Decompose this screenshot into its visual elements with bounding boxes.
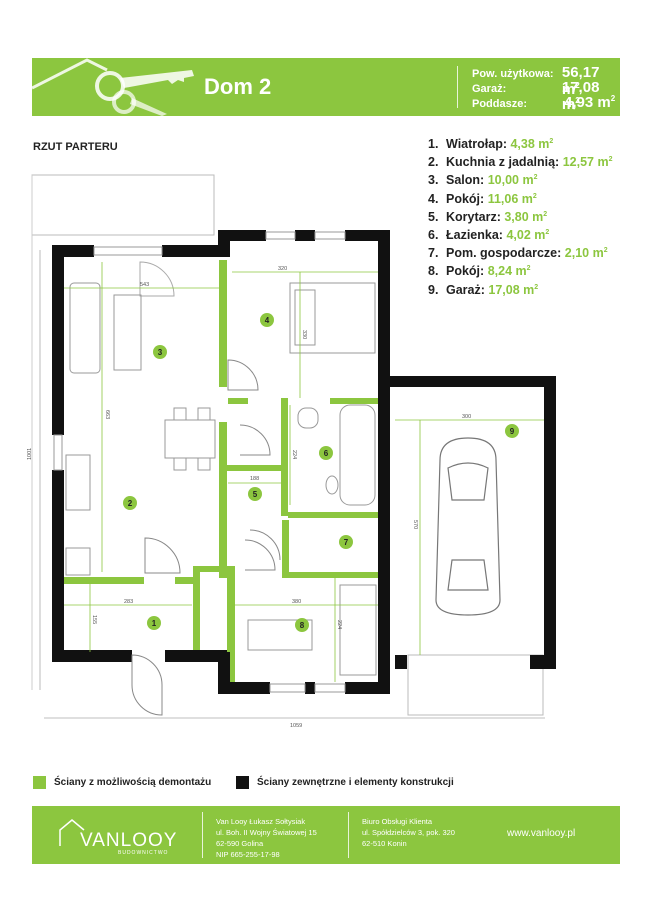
footer-banner: VANLOOY BUDOWNICTWO Van Looy Łukasz Sołt… — [32, 806, 620, 864]
house-key-icon — [32, 58, 194, 116]
svg-text:380: 380 — [292, 599, 301, 605]
car-icon — [435, 437, 501, 616]
svg-text:BUDOWNICTWO: BUDOWNICTWO — [118, 850, 168, 856]
footer-separator — [202, 812, 203, 858]
room-marker-1 — [147, 616, 161, 630]
house-logo-icon: VANLOOY BUDOWNICTWO — [59, 819, 177, 856]
svg-text:3: 3 — [158, 348, 163, 357]
garage-apron — [407, 654, 544, 716]
svg-text:663: 663 — [104, 410, 110, 419]
svg-text:224: 224 — [336, 620, 342, 629]
black-swatch — [236, 776, 249, 789]
list-item: 7.Pom. gospodarcze: 2,10 m2 — [428, 246, 608, 261]
windows — [53, 231, 346, 693]
usable-area-row: Pow. użytkowa: 56,17 m2 — [472, 64, 600, 98]
room-marker-6 — [319, 446, 333, 460]
legend-structural: Ściany zewnętrzne i elementy konstrukcji — [236, 776, 454, 789]
list-item: 9.Garaż: 17,08 m2 — [428, 282, 539, 297]
floor-plan: 543 320 330 663 188 224 300 570 283 155 … — [27, 174, 556, 729]
svg-text:VANLOOY: VANLOOY — [80, 830, 177, 851]
room-marker-3 — [153, 345, 167, 359]
header-divider — [457, 66, 458, 108]
page-title: Dom 2 — [204, 74, 272, 99]
room-marker-5 — [248, 487, 262, 501]
footer-separator — [348, 812, 349, 858]
svg-text:1: 1 — [152, 619, 157, 628]
structural-walls — [52, 230, 556, 694]
green-swatch — [33, 776, 46, 789]
svg-text:7: 7 — [344, 538, 349, 547]
header-banner: Dom 2 Pow. użytkowa: 56,17 m2 Garaż: 17,… — [32, 58, 620, 116]
website-link[interactable]: www.vanlooy.pl — [507, 828, 576, 839]
room-marker-8 — [295, 618, 309, 632]
list-item: 3.Salon: 10,00 m2 — [428, 173, 538, 188]
office-info: Biuro Obsługi Klienta ul. Spółdzielców 3… — [362, 817, 455, 848]
garage-area-row: Garaż: 17,08 m2 — [472, 79, 600, 113]
svg-text:283: 283 — [124, 599, 133, 605]
svg-text:6: 6 — [324, 449, 329, 458]
svg-text:570: 570 — [412, 520, 418, 529]
list-item: 5.Korytarz: 3,80 m2 — [428, 209, 548, 224]
dimension-labels: 543 320 330 663 188 224 300 570 283 155 … — [27, 266, 471, 729]
room-marker-9 — [505, 424, 519, 438]
svg-text:300: 300 — [462, 414, 471, 420]
dimension-lines — [64, 262, 544, 682]
company-info: Van Looy Łukasz Sołtysiak ul. Boh. II Wo… — [216, 817, 317, 859]
legend-removable: Ściany z możliwością demontażu — [33, 776, 211, 789]
list-item: 2.Kuchnia z jadalnią: 12,57 m2 — [428, 155, 613, 170]
room-marker-2 — [123, 496, 137, 510]
list-item: 8.Pokój: 8,24 m2 — [428, 264, 531, 279]
removable-walls — [64, 260, 380, 682]
vanlooy-logo: VANLOOY BUDOWNICTWO — [58, 816, 198, 856]
svg-text:8: 8 — [300, 621, 305, 630]
attic-area-row: Poddasze: 4,93 m2 — [472, 94, 616, 111]
room-list: 1.Wiatrołap: 4,38 m2 2.Kuchnia z jadalni… — [428, 137, 612, 301]
plan-title: RZUT PARTERU — [33, 141, 118, 153]
room-marker-4 — [260, 313, 274, 327]
svg-text:9: 9 — [510, 427, 515, 436]
svg-text:543: 543 — [140, 282, 149, 288]
room-marker-7 — [339, 535, 353, 549]
svg-text:155: 155 — [91, 615, 97, 624]
list-item: 4.Pokój: 11,06 m2 — [428, 191, 537, 206]
doors — [131, 261, 281, 716]
svg-text:4: 4 — [265, 316, 270, 325]
area-summary: Pow. użytkowa: 56,17 m2 Garaż: 17,08 m2 … — [472, 64, 620, 113]
room-markers — [123, 313, 519, 632]
svg-text:2: 2 — [128, 499, 133, 508]
svg-text:5: 5 — [253, 490, 258, 499]
svg-text:330: 330 — [301, 330, 307, 339]
furniture — [65, 282, 377, 676]
svg-text:1001: 1001 — [27, 448, 33, 460]
overall-dimensions — [39, 250, 545, 719]
svg-text:320: 320 — [278, 266, 287, 272]
svg-text:224: 224 — [291, 450, 297, 459]
svg-text:1059: 1059 — [290, 723, 302, 729]
terrace-outline — [31, 174, 215, 236]
list-item: 6.Łazienka: 4,02 m2 — [428, 227, 550, 242]
list-item: 1.Wiatrołap: 4,38 m2 — [428, 137, 554, 151]
svg-text:188: 188 — [250, 476, 259, 482]
